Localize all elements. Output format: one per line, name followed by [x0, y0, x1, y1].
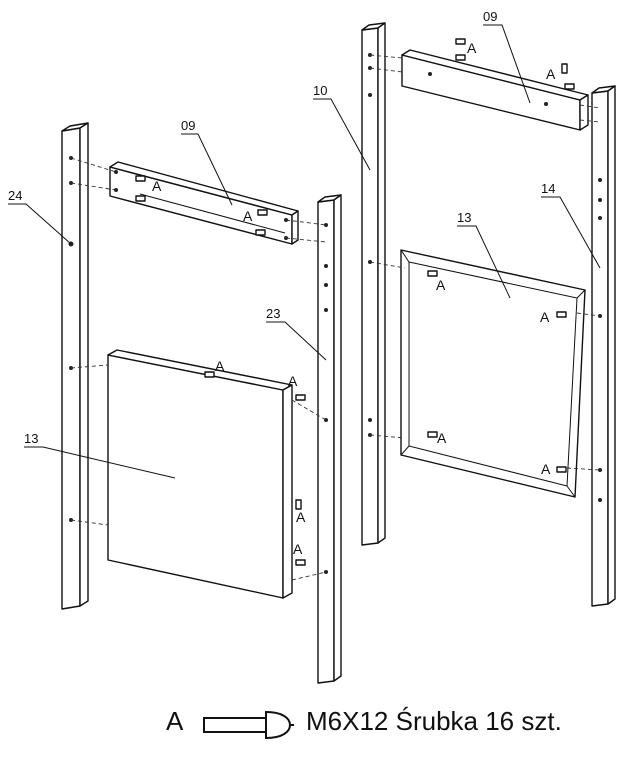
post-24 [61, 122, 89, 610]
screw-icon [204, 371, 215, 378]
part-label-13-left: 13 [24, 431, 38, 446]
screw-mark: A [293, 541, 303, 557]
screw-mark: A [546, 66, 556, 82]
screw-icon [295, 499, 302, 510]
screw-icon [427, 270, 438, 277]
screw-icon [455, 54, 466, 61]
screw-icon [455, 38, 466, 45]
part-label-13-right: 13 [457, 210, 471, 225]
part-label-24: 24 [8, 188, 22, 203]
post-10 [361, 22, 386, 546]
post-23 [317, 194, 342, 684]
right-screws [427, 38, 575, 473]
screw-mark: A [540, 309, 550, 325]
screw-mark: A [437, 430, 447, 446]
screw-icon [556, 466, 567, 473]
screw-icon [556, 311, 567, 318]
screw-mark: A [288, 373, 298, 389]
screw-mark: A [467, 40, 477, 56]
part-label-23: 23 [266, 306, 280, 321]
screw-mark: A [436, 277, 446, 293]
part-label-09-left: 09 [181, 118, 195, 133]
screw-icon [255, 229, 266, 236]
screw-icon [203, 710, 294, 740]
post-14 [591, 85, 616, 607]
screw-icon [427, 431, 438, 438]
screw-icon [257, 209, 268, 216]
panel-13-right [400, 249, 586, 498]
screw-icon [295, 559, 306, 566]
rail-09-right [401, 49, 589, 131]
rail-09-left [109, 161, 299, 245]
screw-mark: A [215, 358, 225, 374]
left-screws [135, 175, 306, 566]
legend-letter: A [166, 706, 184, 736]
screw-mark: A [541, 461, 551, 477]
screw-marks: A A A A A A A A A A A A A A A A [152, 40, 556, 557]
panel-13-left [107, 349, 293, 599]
part-labels: 09 24 23 13 10 09 14 13 [8, 9, 601, 479]
screw-mark: A [296, 509, 306, 525]
part-label-10: 10 [313, 83, 327, 98]
legend: A M6X12 Śrubka 16 szt. [160, 700, 640, 750]
screw-icon [564, 83, 575, 90]
screw-mark: A [243, 208, 253, 224]
legend-text: M6X12 Śrubka 16 szt. [306, 706, 562, 736]
left-guide-lines [70, 157, 327, 581]
screw-icon [295, 394, 306, 401]
screw-mark: A [152, 178, 162, 194]
right-guide-lines [369, 54, 601, 471]
screw-icon [135, 195, 146, 202]
part-label-14: 14 [541, 181, 555, 196]
screw-icon [561, 63, 568, 74]
screw-icon [135, 175, 146, 182]
part-label-09-right: 09 [483, 9, 497, 24]
